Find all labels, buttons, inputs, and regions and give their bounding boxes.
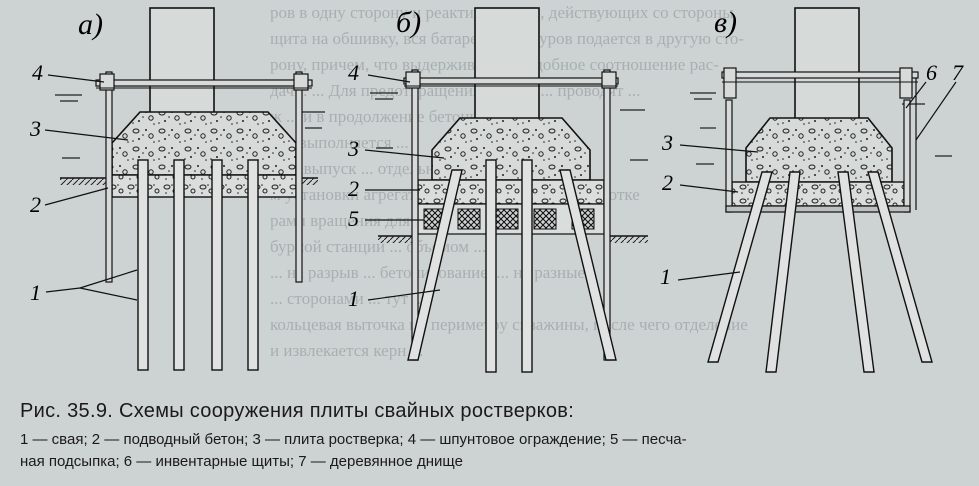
piles (707, 171, 933, 373)
panel-a: а) 4 3 2 1 (29, 7, 325, 371)
column (794, 7, 860, 121)
column (474, 7, 540, 121)
leader-lines (364, 74, 445, 301)
panel-letter-c: в) (714, 6, 737, 39)
panel-letter-a: а) (78, 8, 103, 41)
label-1: 1 (30, 280, 41, 305)
sheet-piling (403, 69, 619, 361)
label-1: 1 (348, 286, 359, 311)
water-level-marks (55, 94, 325, 159)
legend-line-2: ная подсыпка; 6 — инвентарные щиты; 7 — … (20, 453, 463, 470)
figure-caption: Рис. 35.9. Схемы сооружения плиты свайны… (20, 400, 970, 473)
caption-legend: 1 — свая; 2 — подводный бетон; 3 — плита… (20, 429, 970, 473)
column (149, 7, 215, 119)
piles (137, 159, 259, 371)
label-3: 3 (661, 130, 673, 155)
piles (407, 159, 617, 373)
sheet-piling (95, 71, 313, 283)
label-6: 6 (926, 60, 937, 85)
panel-b: б) 4 3 2 5 1 (347, 6, 648, 373)
label-1: 1 (660, 264, 671, 289)
label-4: 4 (348, 60, 359, 85)
label-2: 2 (348, 176, 359, 201)
label-2: 2 (30, 192, 41, 217)
caption-title: Рис. 35.9. Схемы сооружения плиты свайны… (20, 400, 575, 422)
label-7: 7 (952, 60, 964, 85)
label-5: 5 (348, 206, 359, 231)
panel-c: в) 6 7 3 2 1 (660, 6, 964, 373)
label-3: 3 (29, 116, 41, 141)
wooden-bottom (725, 205, 911, 213)
legend-line-1: 1 — свая; 2 — подводный бетон; 3 — плита… (20, 431, 687, 448)
label-2: 2 (662, 170, 673, 195)
label-3: 3 (347, 136, 359, 161)
leader-lines (44, 74, 138, 301)
label-4: 4 (32, 60, 43, 85)
panel-letter-b: б) (396, 6, 421, 39)
tie-rods (721, 67, 919, 210)
water-level-marks (370, 92, 648, 161)
leader-lines (677, 81, 957, 281)
